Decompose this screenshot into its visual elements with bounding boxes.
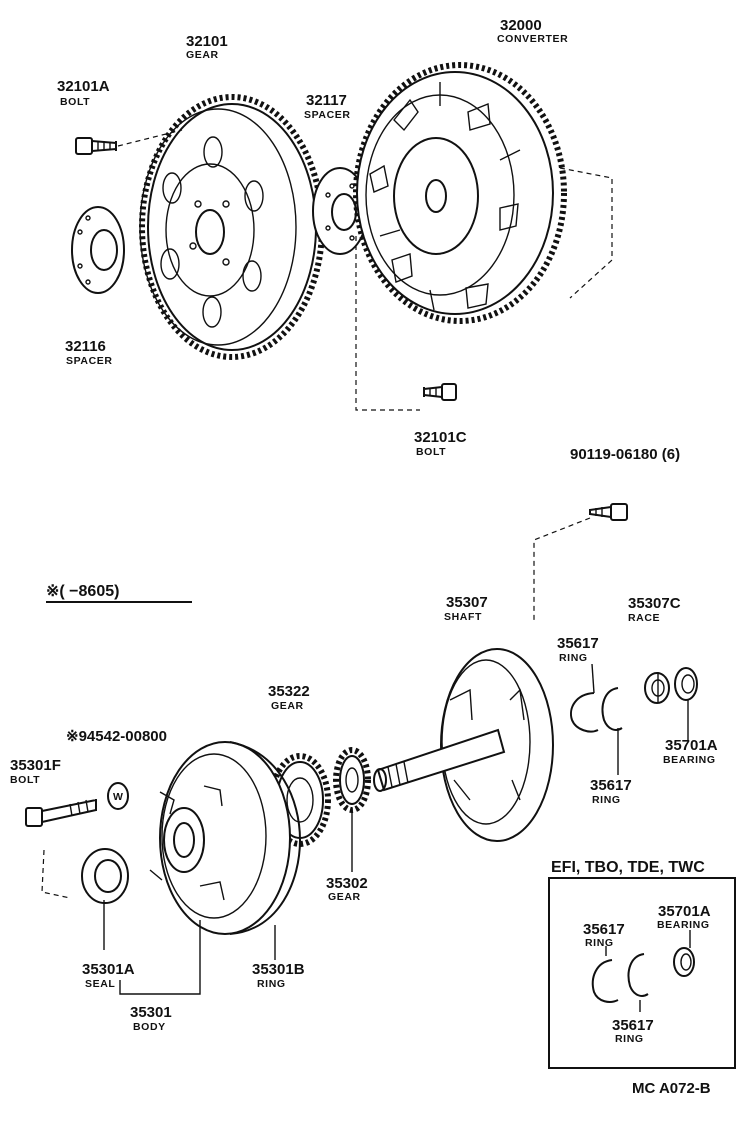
label-35301a-number: 35301A (82, 961, 135, 978)
label-35301f-name: BOLT (10, 774, 40, 786)
washer-mark: W (113, 791, 124, 803)
label-35301a-name: SEAL (85, 978, 115, 990)
label-35307c-number: 35307C (628, 595, 681, 612)
inset-ring-a-name: RING (585, 937, 614, 949)
spacer-32116 (71, 206, 125, 294)
label-35301b-name: RING (257, 978, 286, 990)
seal-35301a (81, 848, 129, 904)
label-35302-number: 35302 (326, 875, 368, 892)
bolt-90119 (533, 503, 628, 622)
date-note: ※( −8605) (46, 583, 119, 600)
label-35301-number: 35301 (130, 1004, 172, 1021)
label-35617b-number: 35617 (590, 777, 632, 794)
label-35302-name: GEAR (328, 891, 361, 903)
label-90119-number: 90119-06180 (6) (570, 446, 680, 463)
label-35307-name: SHAFT (444, 611, 482, 623)
drive-plate-gear-32101 (139, 94, 325, 360)
leader-lines (103, 663, 689, 995)
seal-rings-35617 (570, 687, 623, 733)
stator-shaft-35307 (373, 648, 554, 842)
inset-ring-b-name: RING (615, 1033, 644, 1045)
bearing-35701a (674, 667, 698, 701)
label-32117-number: 32117 (306, 92, 347, 109)
inset-ring-a-number: 35617 (583, 921, 625, 938)
inset-bearing-name: BEARING (657, 919, 710, 931)
label-32117-name: SPACER (304, 109, 351, 121)
label-32101a-name: BOLT (60, 96, 90, 108)
washer-94542: W (107, 782, 129, 810)
label-35307c-name: RACE (628, 612, 660, 624)
label-35307-number: 35307 (446, 594, 488, 611)
label-32116-number: 32116 (65, 338, 106, 355)
label-35617a-name: RING (559, 652, 588, 664)
pump-body-35301 (149, 741, 302, 935)
label-35617a-number: 35617 (557, 635, 599, 652)
label-32101-number: 32101 (186, 33, 228, 50)
label-35301-name: BODY (133, 1021, 166, 1033)
label-94542-number: ※94542-00800 (66, 728, 167, 745)
label-32101a-number: 32101A (57, 78, 110, 95)
torque-converter-32000 (353, 62, 613, 324)
label-35617b-name: RING (592, 794, 621, 806)
gear-35302 (333, 747, 371, 813)
race-35307c (644, 672, 670, 704)
label-32101c-name: BOLT (416, 446, 446, 458)
label-35322-name: GEAR (271, 700, 304, 712)
bolt-35301f (25, 799, 97, 899)
label-35301f-number: 35301F (10, 757, 61, 774)
label-35701a-number: 35701A (665, 737, 718, 754)
inset-bearing-number: 35701A (658, 903, 711, 920)
inset-efi-variants (548, 877, 736, 1069)
label-35301b-number: 35301B (252, 961, 305, 978)
figure-code: MC A072-B (632, 1080, 711, 1097)
label-32116-name: SPACER (66, 355, 113, 367)
inset-title: EFI, TBO, TDE, TWC (551, 859, 705, 876)
label-32000-number: 32000 (500, 17, 542, 34)
label-35322-number: 35322 (268, 683, 310, 700)
label-35701a-name: BEARING (663, 754, 716, 766)
label-32101c-number: 32101C (414, 429, 467, 446)
label-32101-name: GEAR (186, 49, 219, 61)
inset-ring-b-number: 35617 (612, 1017, 654, 1034)
bolt-32101c (423, 383, 457, 401)
bolt-32101a (75, 129, 183, 155)
label-32000-name: CONVERTER (497, 33, 568, 45)
